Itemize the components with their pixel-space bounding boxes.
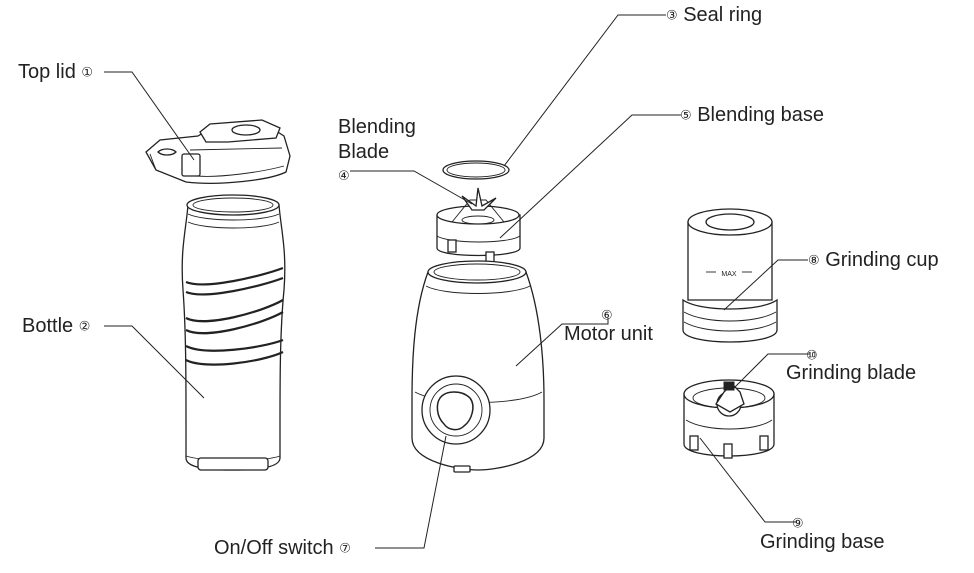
blending-blade-number: ④ — [338, 168, 350, 183]
blending-blade-label: Blending Blade ④ — [338, 116, 416, 187]
grinding-cup-text: Grinding cup — [825, 249, 939, 271]
blending-base-text: Blending base — [697, 104, 824, 126]
grinding-cup-illustration: MAX — [682, 208, 778, 343]
grinding-cup-label: ⑧ Grinding cup — [808, 249, 939, 272]
motor-unit-number: ⑥ — [601, 307, 613, 323]
on-off-switch-text: On/Off switch — [214, 537, 334, 559]
motor-unit-text: Motor unit — [564, 323, 653, 345]
motor-unit-illustration — [411, 260, 545, 473]
seal-ring-illustration — [442, 160, 510, 180]
top-lid-text: Top lid — [18, 61, 76, 83]
blending-base-label: ⑤ Blending base — [680, 104, 824, 127]
grinding-base-text: Grinding base — [760, 531, 885, 553]
blending-base-number: ⑤ — [680, 107, 692, 123]
seal-ring-label: ③ Seal ring — [666, 4, 762, 27]
bottle-text: Bottle — [22, 315, 74, 337]
seal-ring-text: Seal ring — [683, 4, 763, 26]
motor-unit-label: Motor unit — [564, 323, 653, 345]
blending-blade-text-line2: Blade — [338, 141, 390, 163]
top-lid-label: Top lid ① — [18, 61, 93, 84]
seal-ring-number: ③ — [666, 7, 678, 23]
top-lid-illustration — [145, 119, 291, 184]
grinding-base-illustration — [683, 379, 775, 459]
grinding-blade-text: Grinding blade — [786, 362, 917, 384]
grinding-base-number-label: ⑨ — [792, 512, 804, 535]
blending-base-illustration — [436, 187, 521, 267]
motor-unit-number-label: ⑥ — [601, 304, 613, 327]
grinding-blade-number: ⑩ — [806, 347, 818, 363]
on-off-switch-number: ⑦ — [339, 540, 351, 556]
grinding-blade-number-label: ⑩ — [806, 344, 818, 367]
grinding-blade-label: Grinding blade — [786, 362, 916, 384]
top-lid-number: ① — [81, 64, 94, 80]
blending-blade-text-line1: Blending — [338, 116, 416, 138]
grinding-cup-number: ⑧ — [808, 252, 820, 268]
bottle-label: Bottle ② — [22, 315, 90, 338]
grinding-base-number: ⑨ — [792, 515, 804, 531]
on-off-switch-label: On/Off switch ⑦ — [214, 537, 351, 560]
grinding-base-label: Grinding base — [760, 531, 885, 553]
leader-lines — [104, 14, 810, 549]
max-marking: MAX — [721, 271, 737, 278]
bottle-illustration — [181, 194, 286, 471]
bottle-number: ② — [78, 318, 91, 334]
